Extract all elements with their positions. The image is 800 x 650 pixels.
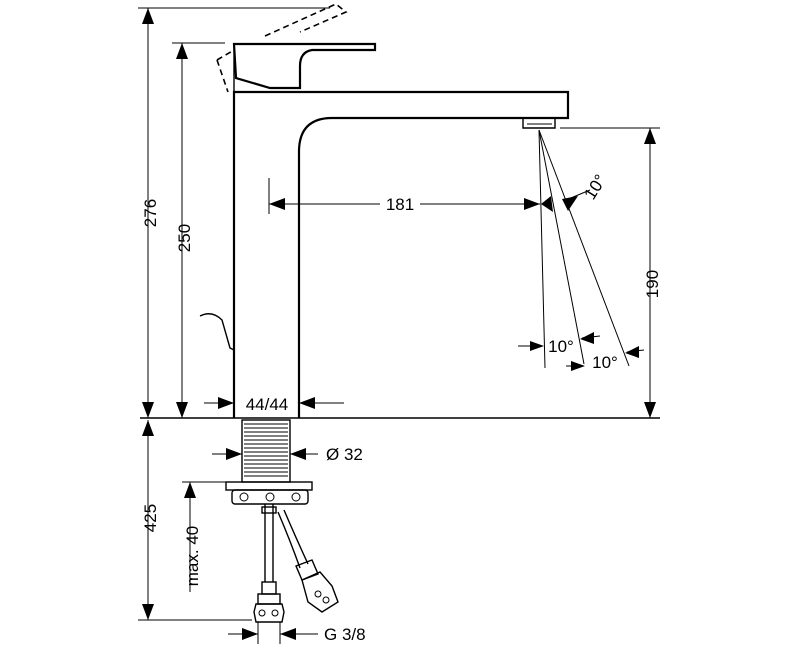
- threaded-shank: [241, 419, 291, 483]
- dimension-spout-reach: 181: [268, 178, 540, 214]
- angle-dimension-bottom-right: 10°: [566, 346, 645, 372]
- faucet-body: [232, 90, 570, 418]
- dimension-label-shank-diameter: Ø 32: [326, 445, 363, 464]
- mounting-flange: [225, 481, 313, 505]
- supply-hose-angled: [277, 509, 339, 613]
- dimension-label-total-height: 276: [141, 199, 160, 227]
- dimension-label-body-section: 44/44: [246, 395, 289, 414]
- dimension-max-deck-thickness: max. 40: [182, 481, 226, 592]
- dimension-shank-diameter: Ø 32: [212, 445, 363, 464]
- dimension-body-section: 44/44: [204, 395, 344, 414]
- popup-rod: [199, 313, 235, 351]
- dimension-label-below-deck-length: 425: [141, 504, 160, 532]
- dimension-label-spout-height: 190: [643, 270, 662, 298]
- angle-label-bottom-right: 10°: [592, 353, 618, 372]
- angle-dimension-top: 10°: [541, 171, 610, 212]
- dimension-below-deck-length: 425: [138, 420, 252, 621]
- dimension-label-max-deck-thickness: max. 40: [183, 526, 202, 586]
- supply-hose-straight: [253, 504, 285, 623]
- angle-dimension-bottom-left: 10°: [518, 332, 601, 356]
- dimension-body-height: 250: [172, 42, 225, 418]
- lever-handle-open-position: [216, 3, 348, 93]
- lever-handle: [232, 42, 377, 92]
- dimension-label-spout-reach: 181: [386, 195, 414, 214]
- dimension-label-connection-thread: G 3/8: [324, 625, 366, 644]
- angle-label-bottom-left: 10°: [548, 337, 574, 356]
- dimension-label-body-height: 250: [175, 224, 194, 252]
- dimension-total-height: 276: [138, 7, 330, 418]
- dimension-spout-height: 190: [560, 127, 662, 418]
- water-jet-lines: [538, 129, 630, 369]
- dimension-connection-thread: G 3/8: [228, 622, 366, 644]
- angle-label-top: 10°: [580, 171, 610, 203]
